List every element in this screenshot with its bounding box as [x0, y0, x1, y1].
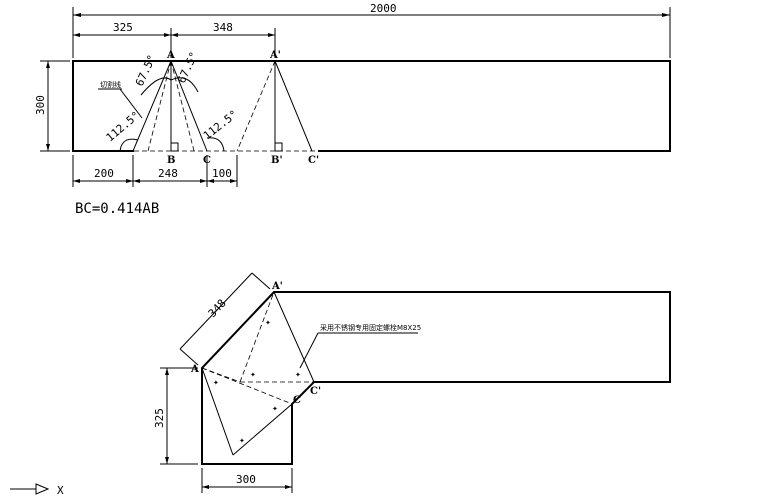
bottom-drawing: ✦ ✦ ✦ ✦ ✦ ✦ 采用不锈钢专用固定螺栓M8X25 348 325 — [153, 272, 671, 493]
svg-text:✦: ✦ — [213, 379, 219, 387]
screw-note: 采用不锈钢专用固定螺栓M8X25 — [320, 323, 421, 332]
label-C: C — [203, 155, 211, 166]
dim-348-text: 348 — [213, 21, 233, 34]
label-A-bottom: A — [190, 364, 199, 375]
x-axis-indicator: X — [10, 483, 64, 497]
svg-text:✦: ✦ — [295, 371, 301, 379]
angle-67-left: 67.5° — [133, 53, 159, 89]
dim-300-bottom-text: 300 — [236, 473, 256, 486]
svg-text:✦: ✦ — [250, 371, 256, 379]
panel-outline — [72, 60, 671, 152]
cut-line-leader — [119, 88, 143, 119]
label-C-prime-bottom: C' — [310, 386, 321, 397]
dim-325-text: 325 — [113, 21, 133, 34]
formula-text: BC=0.414AB — [75, 201, 159, 217]
label-B-prime: B' — [271, 155, 283, 166]
dimension-total-width: 2000 — [72, 2, 671, 58]
dim-total-text: 2000 — [370, 2, 397, 15]
angle-67-right: 67.5° — [175, 50, 201, 86]
bent-panel-outline — [201, 291, 671, 465]
dim-100-text: 100 — [212, 167, 232, 180]
label-A-prime-bottom: A' — [271, 281, 283, 292]
dim-325-bottom-text: 325 — [153, 408, 166, 428]
dimension-348-slanted: 348 — [179, 272, 271, 366]
cut-line-label: 切割线 — [100, 80, 121, 89]
top-drawing: 2000 325 348 300 200 248 — [34, 2, 671, 217]
svg-text:✦: ✦ — [272, 405, 278, 413]
dimension-325-348: 325 348 — [73, 21, 276, 58]
dim-300-text: 300 — [34, 95, 47, 115]
label-A-prime: A' — [269, 50, 281, 61]
svg-text:✦: ✦ — [239, 437, 245, 445]
cut-triangle-A — [119, 60, 225, 152]
label-C-prime: C' — [308, 155, 319, 166]
x-axis-label: X — [57, 484, 64, 497]
label-C-bottom: C — [293, 395, 301, 406]
dim-200-text: 200 — [94, 167, 114, 180]
bolt-markers: ✦ ✦ ✦ ✦ ✦ ✦ — [213, 319, 301, 445]
dim-248-text: 248 — [158, 167, 178, 180]
dimension-bottom-row: 200 248 100 — [72, 155, 238, 187]
dimension-325-vertical: 325 — [153, 367, 198, 465]
dim-348-bottom-text: 348 — [206, 297, 229, 320]
label-B: B — [167, 155, 175, 166]
dimension-height-300: 300 — [34, 60, 70, 152]
angle-112-left: 112.5° — [104, 109, 143, 145]
angle-112-right: 112.5° — [201, 108, 240, 143]
svg-text:✦: ✦ — [265, 319, 271, 327]
cut-triangle-A-prime — [236, 60, 313, 152]
dimension-300-horizontal: 300 — [201, 468, 293, 493]
label-A: A — [166, 50, 175, 61]
